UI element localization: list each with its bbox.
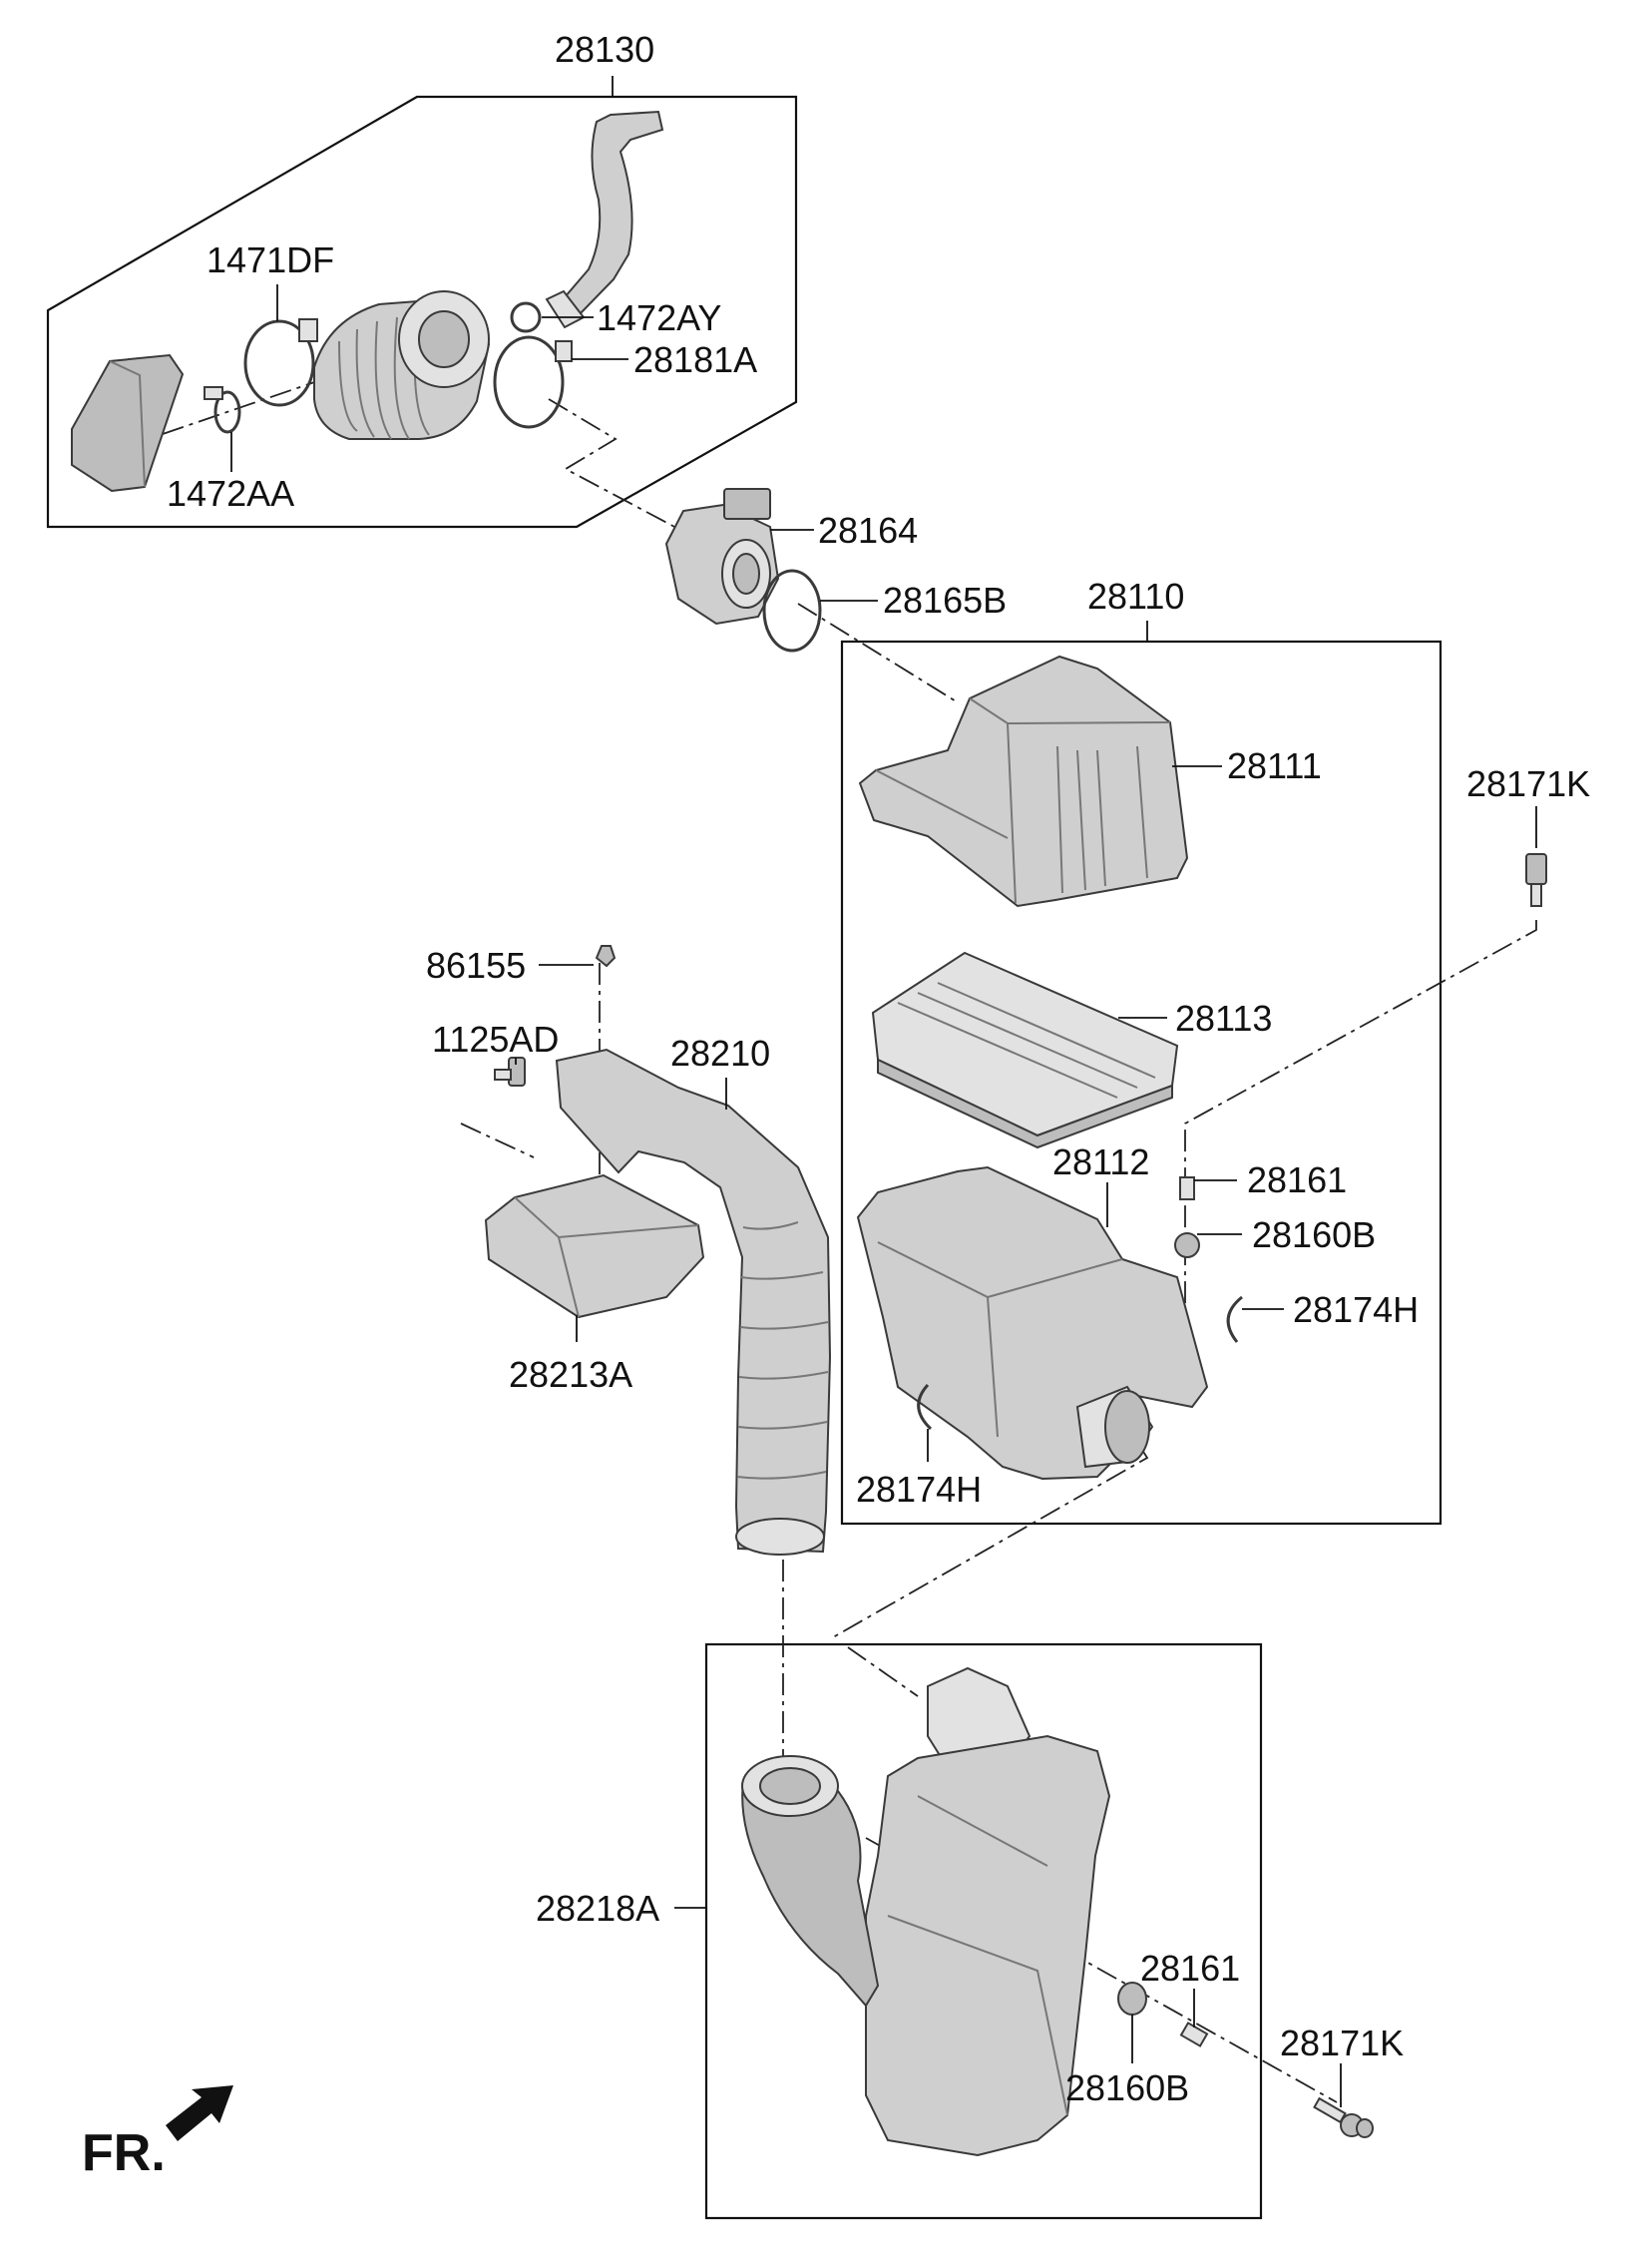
bushing-28161-top	[1179, 1176, 1195, 1200]
group-box-28130	[46, 95, 798, 529]
assembly-line-f	[460, 1123, 535, 1158]
group-box-28110	[840, 640, 1443, 1526]
air-cleaner-body	[856, 1165, 1209, 1481]
front-direction-arrow-icon	[166, 2085, 233, 2141]
label-28213A: 28213A	[509, 1354, 632, 1395]
label-1472AA: 1472AA	[167, 473, 294, 514]
grommet-28160B-top	[1174, 1232, 1200, 1258]
resonator-28218A	[741, 1666, 1111, 2157]
assembly-line-c	[797, 603, 959, 703]
o-ring-28165B	[762, 569, 822, 653]
clamp-1472AY	[510, 301, 542, 333]
bolt-28171K-bottom	[1313, 2096, 1374, 2138]
label-28174H-right: 28174H	[1293, 1289, 1419, 1330]
label-28171K-top: 28171K	[1466, 763, 1590, 804]
air-flow-sensor	[664, 488, 780, 626]
clip-86155	[595, 945, 617, 968]
assembly-line-a	[162, 376, 330, 435]
intake-hose-bellows	[313, 290, 491, 440]
label-28164: 28164	[818, 510, 918, 551]
breather-hose	[545, 110, 664, 329]
clip-28174H-right	[1226, 1295, 1243, 1343]
intake-duct-28210	[555, 1048, 832, 1556]
bolt-1125AD	[494, 1057, 526, 1087]
label-1471DF: 1471DF	[206, 239, 334, 280]
label-28130: 28130	[555, 29, 654, 70]
resonator-cap	[71, 353, 185, 493]
bolt-28171K-top	[1525, 853, 1547, 907]
label-28161-bottom: 28161	[1140, 1948, 1240, 1989]
label-1472AY: 1472AY	[597, 297, 721, 338]
assembly-line-j	[847, 1646, 919, 1697]
label-28165B: 28165B	[883, 580, 1007, 621]
air-filter-element	[871, 951, 1179, 1149]
label-28181A: 28181A	[633, 339, 757, 380]
label-28160B-bottom: 28160B	[1065, 2067, 1189, 2108]
clamp-1472AA	[204, 386, 241, 434]
clamp-28181A	[493, 335, 573, 429]
label-86155: 86155	[426, 945, 526, 986]
group-box-28218A	[704, 1642, 1263, 2220]
clamp-1471DF	[243, 318, 318, 407]
air-cleaner-cover	[858, 655, 1189, 908]
label-28110: 28110	[1087, 576, 1184, 617]
label-28171K-bottom: 28171K	[1280, 2023, 1404, 2063]
front-label: FR.	[82, 2124, 166, 2182]
label-28113: 28113	[1175, 998, 1272, 1039]
clip-28174H-left	[917, 1383, 933, 1431]
air-guide-28213A	[484, 1173, 705, 1319]
assembly-line-b	[548, 398, 679, 530]
bushing-28161-bottom	[1179, 2022, 1209, 2047]
label-1125AD: 1125AD	[432, 1019, 559, 1060]
label-28210: 28210	[670, 1033, 770, 1074]
label-28161-top: 28161	[1247, 1159, 1347, 1200]
label-28160B-top: 28160B	[1252, 1214, 1376, 1255]
label-28218A: 28218A	[536, 1888, 659, 1929]
label-28112: 28112	[1052, 1141, 1149, 1182]
label-28174H-left: 28174H	[856, 1469, 982, 1510]
label-28111: 28111	[1227, 745, 1322, 786]
